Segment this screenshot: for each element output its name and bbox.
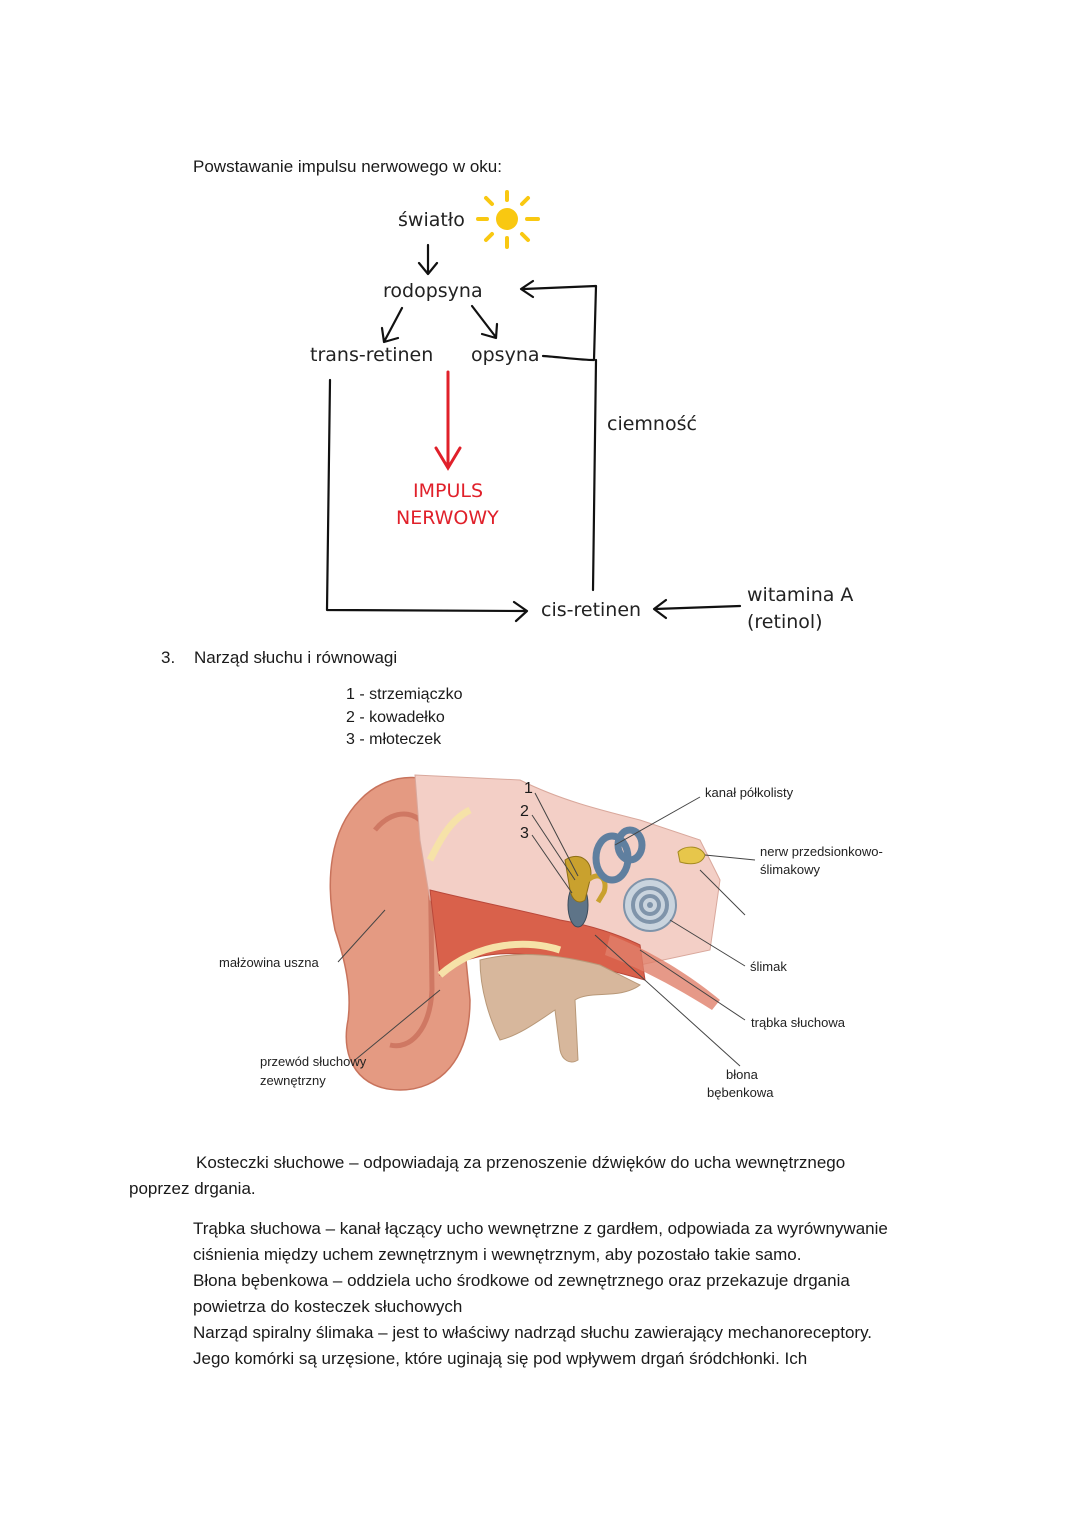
label-ear-canal-line2: zewnętrzny [260, 1073, 326, 1088]
label-light: światło [398, 209, 465, 231]
label-trans-retinal: trans-retinen [310, 344, 434, 366]
lower-tissue [479, 954, 641, 1063]
ossicles [564, 855, 592, 903]
vestibulocochlear-nerve [677, 846, 706, 865]
ossicle-legend-1: 1 - strzemiączko [346, 686, 463, 703]
label-auricle: małżowina uszna [219, 955, 319, 970]
ossicle-legend-3: 3 - młoteczek [346, 731, 442, 748]
opsin-to-rhodopsin-loop [519, 279, 598, 362]
label-impulse-line1: IMPULS [413, 480, 484, 502]
label-nerve-line2: ślimakowy [760, 862, 820, 877]
label-cochlea: ślimak [750, 959, 787, 974]
cochlea-paragraph-line2: Jego komórki są urzęsione, które uginają… [193, 1349, 808, 1368]
label-vitamin-a-line1: witamina A [747, 584, 854, 606]
label-opsin: opsyna [471, 344, 540, 366]
ear-section-title: Narząd słuchu i równowagi [194, 648, 398, 667]
eardrum-paragraph-line2: powietrza do kosteczek słuchowych [193, 1297, 463, 1316]
semicircular-canals [592, 826, 646, 884]
label-impulse-line2: NERWOWY [396, 507, 499, 529]
ossicle-number-2: 2 [520, 803, 529, 820]
label-rhodopsin: rodopsyna [383, 280, 483, 302]
ossicle-number-1: 1 [524, 780, 533, 797]
eustachian-paragraph-line2: ciśnienia między uchem zewnętrznym i wew… [193, 1245, 802, 1264]
ossicles-paragraph-line2: poprzez drgania. [129, 1179, 256, 1198]
ossicle-number-3: 3 [520, 825, 529, 842]
arrow-to-opsin [470, 304, 499, 340]
cochlea [623, 878, 677, 932]
arrow-to-impulse [434, 370, 462, 471]
eardrum-paragraph-line1: Błona bębenkowa – oddziela ucho środkowe… [193, 1271, 850, 1290]
label-ear-canal-line1: przewód słuchowy [260, 1054, 367, 1069]
label-eustachian-tube: trąbka słuchowa [751, 1015, 845, 1030]
label-semicircular-canal: kanał półkolisty [705, 785, 794, 800]
eustachian-paragraph-line1: Trąbka słuchowa – kanał łączący ucho wew… [193, 1219, 888, 1238]
eustachian-tube [605, 935, 720, 1010]
sun-icon [476, 190, 540, 249]
label-darkness: ciemność [607, 413, 697, 435]
darkness-line [591, 358, 598, 592]
label-eardrum-line2: bębenkowa [707, 1085, 774, 1100]
eye-section-title: Powstawanie impulsu nerwowego w oku: [193, 157, 502, 176]
label-nerve-line1: nerw przedsionkowo- [760, 844, 883, 859]
ossicle-legend-2: 2 - kowadełko [346, 709, 445, 726]
arrow-light-to-rhodopsin [417, 243, 439, 276]
arrow-to-trans-retinal [380, 306, 404, 344]
label-eardrum-line1: błona [726, 1067, 758, 1082]
cochlea-paragraph-line1: Narząd spiralny ślimaka – jest to właści… [193, 1323, 873, 1342]
arrow-vitamin-a-to-cis [652, 598, 742, 620]
label-vitamin-a-line2: (retinol) [747, 611, 823, 633]
ossicles-paragraph-line1: Kosteczki słuchowe – odpowiadają za prze… [196, 1153, 846, 1172]
ear-section-number: 3. [161, 648, 176, 667]
label-cis-retinal: cis-retinen [541, 599, 642, 621]
trans-retinal-to-cis-loop [325, 378, 529, 623]
